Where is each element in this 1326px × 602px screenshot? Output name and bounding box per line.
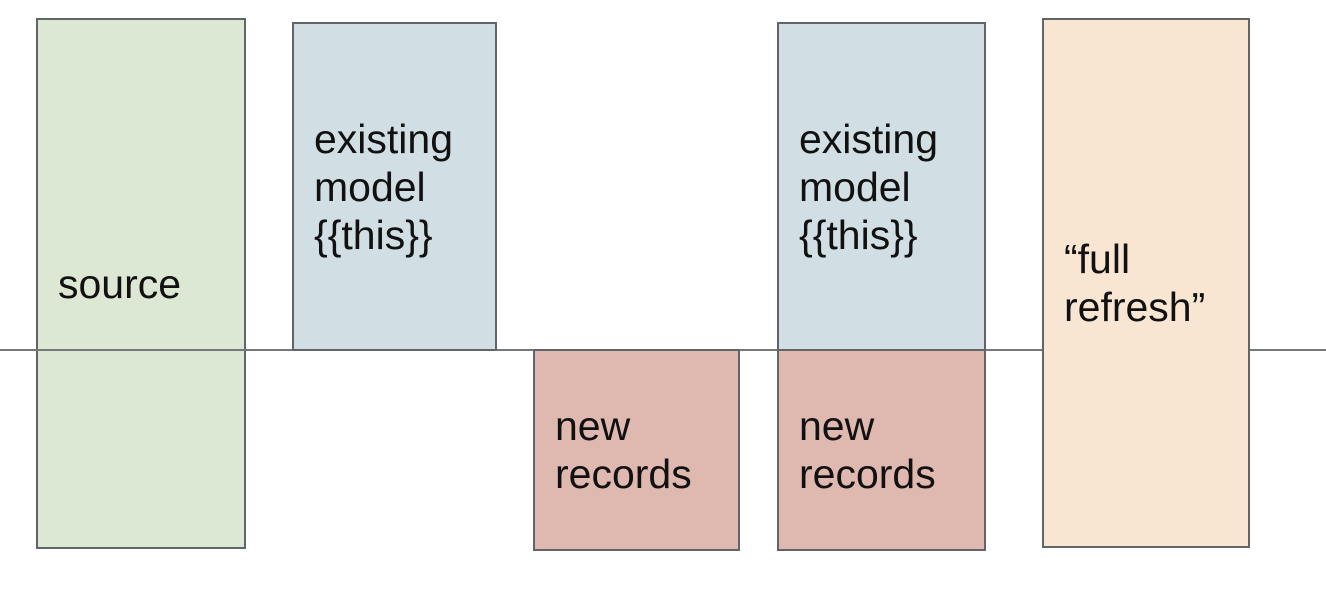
box-source-label: source bbox=[58, 260, 182, 307]
box-existing-model-1: existing model {{this}} bbox=[292, 22, 497, 351]
box-new-records-1: new records bbox=[533, 349, 740, 551]
box-full-refresh-label: “full refresh” bbox=[1064, 236, 1206, 330]
box-new-records-2-label: new records bbox=[799, 403, 936, 497]
box-existing-model-1-label: existing model {{this}} bbox=[314, 115, 454, 258]
box-new-records-2: new records bbox=[777, 349, 986, 551]
box-source: source bbox=[36, 18, 246, 549]
box-existing-model-2-label: existing model {{this}} bbox=[799, 115, 939, 258]
box-existing-model-2: existing model {{this}} bbox=[777, 22, 986, 351]
box-full-refresh: “full refresh” bbox=[1042, 18, 1250, 548]
box-new-records-1-label: new records bbox=[555, 403, 692, 497]
